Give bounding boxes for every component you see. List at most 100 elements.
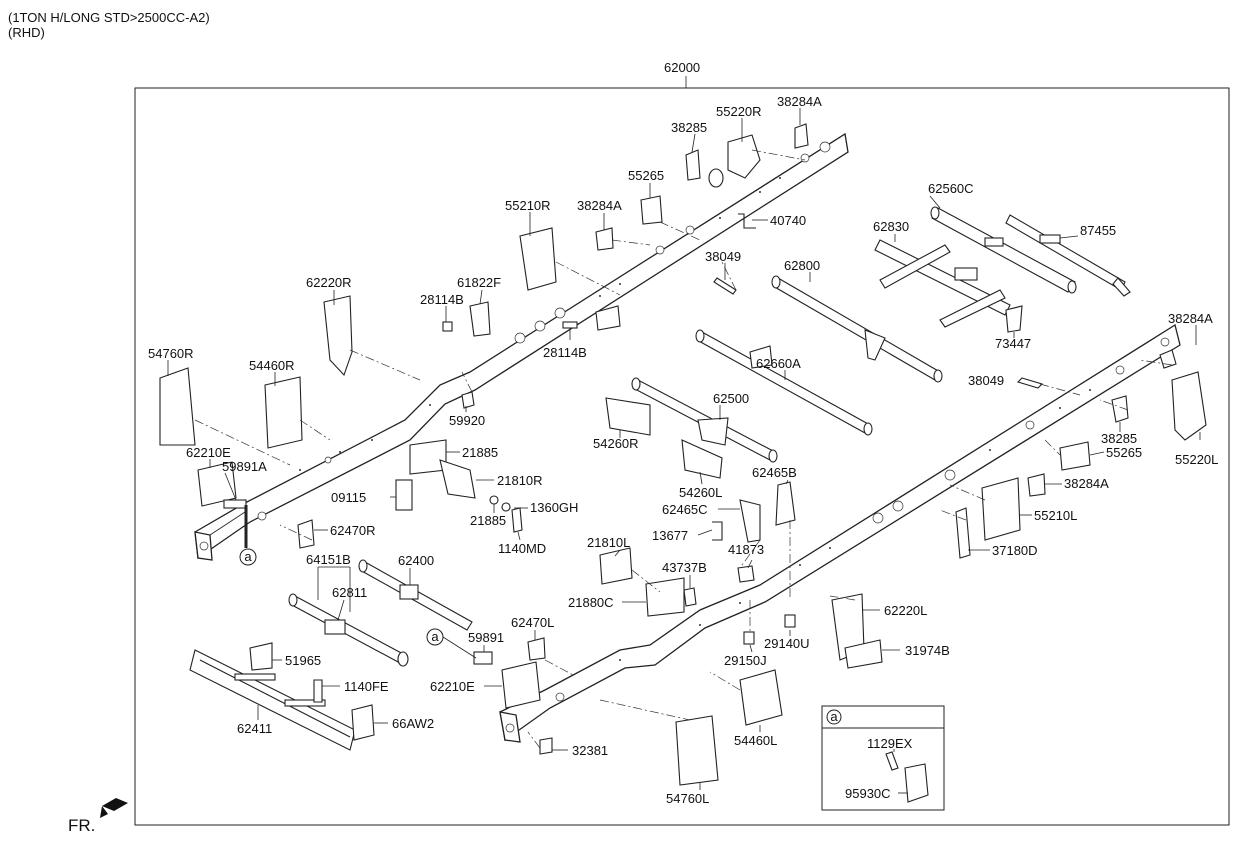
bracket-55220R	[708, 134, 761, 188]
callout-62220L: 62220L	[884, 603, 927, 618]
nut-1360GH	[501, 502, 511, 512]
callout-21880C: 21880C	[568, 595, 614, 610]
callout-55265: 55265	[1106, 445, 1142, 460]
bracket-62220R	[323, 295, 353, 377]
bracket-38284A-low	[1027, 473, 1046, 497]
callout-09115: 09115	[331, 490, 366, 505]
crossmember-62500	[631, 377, 778, 463]
bracket-62470R	[297, 519, 315, 549]
callout-62210E: 62210E	[186, 445, 231, 460]
stopper-59920	[461, 391, 475, 409]
frame-rail-right	[194, 132, 849, 561]
callout-51965: 51965	[285, 653, 321, 668]
bracket-61822F	[469, 301, 491, 337]
callout-38285: 38285	[1101, 431, 1137, 446]
callout-95930C: 95930C	[845, 786, 891, 801]
callout-62465C: 62465C	[662, 502, 708, 517]
front-direction-label: FR.	[68, 816, 96, 835]
clip-28114B-b	[562, 321, 578, 329]
bracket-54260R	[605, 397, 651, 436]
callout-40740: 40740	[770, 213, 806, 228]
callout-62800: 62800	[784, 258, 820, 273]
grommet-29140U	[784, 614, 796, 628]
callout-54460R: 54460R	[249, 358, 295, 373]
brace-87455	[1005, 214, 1131, 297]
callout-62400: 62400	[398, 553, 434, 568]
callout-54760L: 54760L	[666, 791, 709, 806]
hanger-54460L	[739, 669, 783, 726]
callout-87455: 87455	[1080, 223, 1116, 238]
callout-54260R: 54260R	[593, 436, 639, 451]
callout-61822F: 61822F	[457, 275, 501, 290]
callout-62465B: 62465B	[752, 465, 797, 480]
nut-43737B	[683, 587, 697, 607]
callout-1360GH: 1360GH	[530, 500, 578, 515]
bracket-41873	[737, 565, 755, 583]
bracket-55265-right	[1059, 441, 1091, 471]
callout-54760R: 54760R	[148, 346, 194, 361]
callout-31974B: 31974B	[905, 643, 950, 658]
model-spec-line: (1TON H/LONG STD>2500CC-A2)	[8, 10, 210, 25]
callout-62811: 62811	[332, 585, 367, 600]
ref-label-a-left: a	[431, 629, 439, 644]
ref-label-a-main: a	[244, 549, 252, 564]
pin-40740	[738, 213, 756, 229]
clip-28114B-a	[442, 321, 453, 332]
bracket-55220L	[1171, 371, 1207, 441]
bracket-37180D	[955, 507, 971, 559]
callout-21885: 21885	[470, 513, 506, 528]
bracket-62210E-top	[197, 461, 237, 507]
bracket-31974B	[844, 639, 883, 669]
callout-62411: 62411	[237, 721, 272, 736]
ref-circle-a-main	[239, 548, 257, 566]
bracket-38284A-top	[794, 123, 809, 149]
frame-rail-left	[499, 323, 1181, 743]
callout-55265: 55265	[628, 168, 664, 183]
callout-1140MD: 1140MD	[498, 541, 546, 556]
callout-62560C: 62560C	[928, 181, 974, 196]
callout-62500: 62500	[713, 391, 749, 406]
crossmember-62830	[874, 239, 1011, 328]
grommet-29150J	[743, 631, 755, 645]
leader-lines	[167, 108, 1201, 794]
mount-21810L	[599, 547, 633, 585]
callout-62660A: 62660A	[756, 356, 801, 371]
front-arrow-head-icon	[100, 806, 108, 818]
callout-59891A: 59891A	[222, 459, 267, 474]
callout-21885: 21885	[462, 445, 498, 460]
assembly-lines	[194, 149, 1173, 749]
diagram-border	[134, 87, 1230, 826]
bracket-66AW2	[351, 704, 375, 741]
callout-43737B: 43737B	[662, 560, 707, 575]
block-09115	[395, 479, 413, 511]
callout-28114B: 28114B	[420, 292, 464, 307]
callout-62470R: 62470R	[330, 523, 376, 538]
bracket-62465C	[739, 499, 761, 543]
inset-detail-a: a	[821, 705, 945, 811]
callout-62220R: 62220R	[306, 275, 352, 290]
washer-21885-b	[489, 495, 499, 505]
callout-59891: 59891	[468, 630, 504, 645]
callout-55220R: 55220R	[716, 104, 762, 119]
callout-62470L: 62470L	[511, 615, 554, 630]
front-arrow-icon	[102, 798, 128, 811]
callout-55220L: 55220L	[1175, 452, 1218, 467]
clip-13677	[712, 521, 723, 541]
callout-73447: 73447	[995, 336, 1031, 351]
crossmember-62560C	[930, 206, 1077, 294]
crossmember-62811	[288, 593, 409, 667]
callout-1140FE: 1140FE	[344, 679, 389, 694]
bolt-1140FE	[313, 679, 323, 703]
callout-21810R: 21810R	[497, 473, 543, 488]
callout-38284A: 38284A	[1064, 476, 1109, 491]
plate-59891	[473, 651, 493, 665]
plate-59891A	[223, 499, 247, 509]
bracket-38285-right	[1111, 395, 1129, 423]
bracket-21880C	[645, 577, 685, 617]
bracket-38284A-mid	[595, 227, 614, 251]
bracket-62465B	[775, 481, 796, 526]
callout-54460L: 54460L	[734, 733, 777, 748]
crossmember-62400	[358, 559, 473, 631]
callout-1129EX: 1129EX	[867, 736, 913, 751]
callout-59920: 59920	[449, 413, 485, 428]
